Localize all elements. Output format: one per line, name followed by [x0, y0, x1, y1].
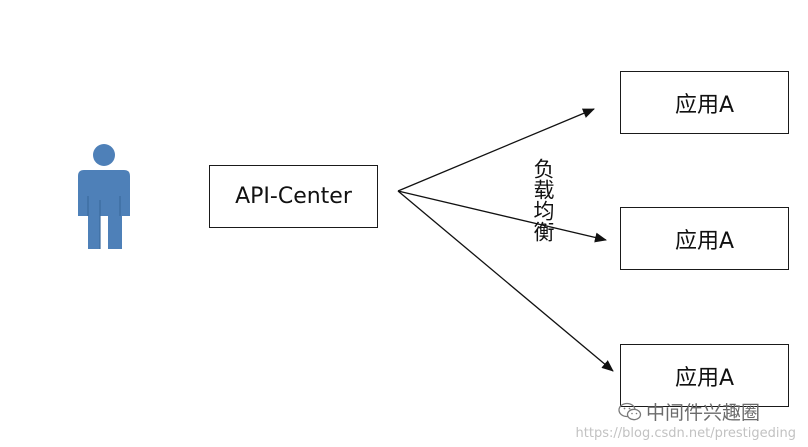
- edge-to-app-3: [397, 190, 614, 372]
- wechat-icon: [618, 402, 642, 420]
- app-node-2-label: 应用A: [674, 228, 735, 254]
- brand-watermark: 中间件兴趣圈: [618, 398, 760, 425]
- edge-to-app-2: [397, 190, 607, 243]
- app-node-3: 应用A: [620, 344, 789, 407]
- app-node-3-label: 应用A: [674, 365, 735, 391]
- url-watermark: https://blog.csdn.net/prestigeding: [575, 426, 796, 441]
- api-center-node: API-Center: [209, 165, 378, 228]
- app-node-2: 应用A: [620, 207, 789, 270]
- edge-to-app-1: [397, 108, 595, 192]
- app-node-1-label: 应用A: [674, 92, 735, 118]
- person-icon: [78, 144, 130, 249]
- app-node-1: 应用A: [620, 71, 789, 134]
- brand-watermark-text: 中间件兴趣圈: [646, 402, 761, 424]
- load-balancing-label: 负载均衡: [531, 158, 555, 242]
- api-center-label: API-Center: [235, 184, 352, 209]
